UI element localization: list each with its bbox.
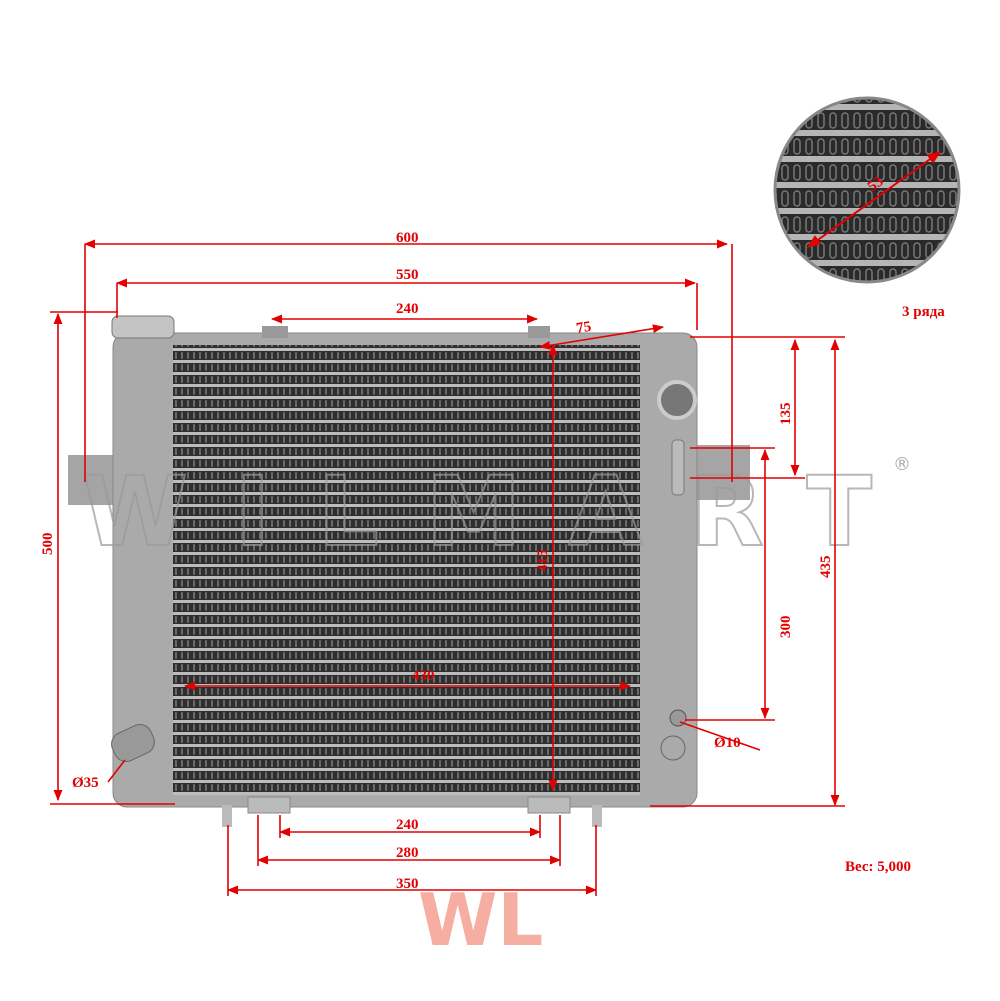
- dim-550: 550: [396, 267, 419, 283]
- radiator-core: [173, 345, 640, 795]
- dim-135: 135: [778, 403, 794, 426]
- weight-label: Вес: 5,000: [845, 859, 911, 875]
- radiator-body: [68, 315, 750, 827]
- upper-port: [657, 380, 697, 420]
- top-tab: [528, 326, 550, 338]
- dim-500: 500: [40, 533, 56, 556]
- dim-280: 280: [396, 845, 419, 861]
- right-bracket: [690, 445, 750, 500]
- dim-diameter-10: Ø10: [714, 735, 741, 751]
- left-bracket: [68, 455, 118, 505]
- mount-pin: [222, 805, 232, 827]
- dim-415: 415: [535, 550, 551, 573]
- dim-430: 430: [412, 668, 435, 684]
- mount-tab: [247, 796, 291, 814]
- rows-label: 3 ряда: [902, 304, 945, 320]
- dim-300: 300: [778, 616, 794, 639]
- dim-75: 75: [575, 319, 592, 337]
- dim-600: 600: [396, 230, 419, 246]
- mount-pin: [592, 805, 602, 827]
- outlet-pipe: [111, 723, 155, 763]
- dimension-lines: [50, 239, 845, 896]
- small-port-upper: [671, 439, 685, 496]
- registered-mark: ®: [893, 454, 911, 475]
- drain-plug: [660, 735, 686, 761]
- core-detail-inset: 53: [773, 96, 961, 284]
- dim-350: 350: [396, 876, 419, 892]
- dim-diameter-35: Ø35: [72, 775, 99, 791]
- dim-435: 435: [818, 556, 834, 579]
- dim-240-top: 240: [396, 301, 419, 317]
- mount-tab: [527, 796, 571, 814]
- filler-cap: [111, 315, 175, 339]
- top-tab: [262, 326, 288, 338]
- dim-240-bottom: 240: [396, 817, 419, 833]
